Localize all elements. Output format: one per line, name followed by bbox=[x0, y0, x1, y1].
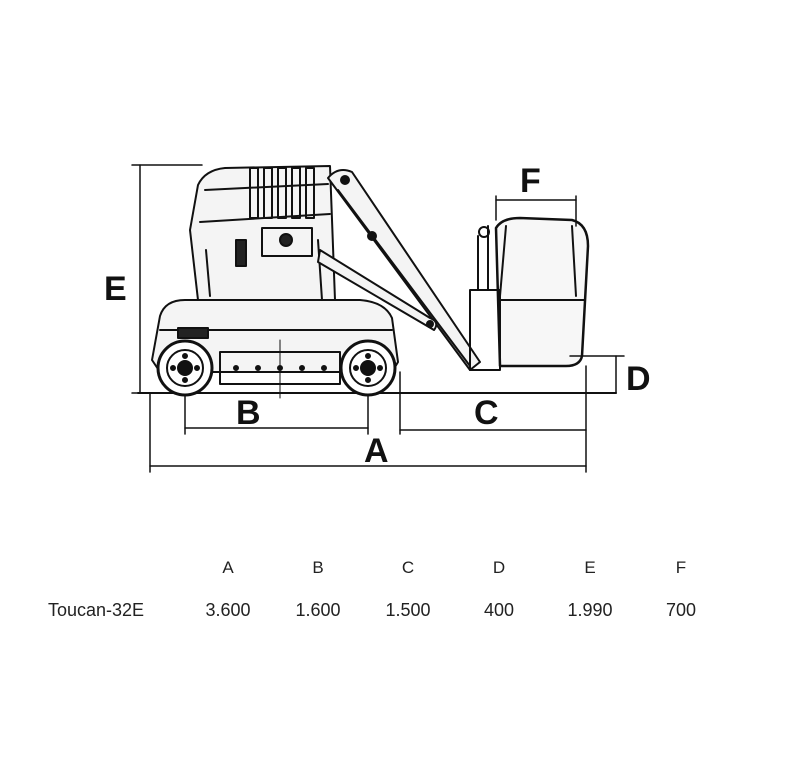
dimension-label-d: D bbox=[626, 360, 651, 398]
spec-value-c: 1.500 bbox=[385, 600, 431, 620]
spec-header-a: A bbox=[222, 558, 234, 577]
spec-value-f: 700 bbox=[665, 600, 697, 620]
dimension-label-c: C bbox=[474, 394, 499, 432]
spec-header-b: B bbox=[312, 558, 324, 577]
dimension-label-e: E bbox=[104, 270, 127, 308]
spec-header-e: E bbox=[584, 558, 596, 577]
dimension-label-a: A bbox=[364, 432, 389, 470]
front-wheel bbox=[339, 339, 397, 397]
lift-dimension-diagram: E F D B C A bbox=[104, 162, 651, 473]
dimension-line-a bbox=[149, 393, 587, 473]
dimension-line-f bbox=[495, 195, 577, 227]
dimension-line-e bbox=[131, 164, 203, 394]
spec-value-d: 400 bbox=[483, 600, 515, 620]
platform-basket bbox=[469, 216, 590, 371]
spec-header-d: D bbox=[492, 558, 506, 577]
dimension-label-b: B bbox=[236, 394, 261, 432]
dimension-line-d bbox=[569, 355, 625, 394]
spec-header-f: F bbox=[675, 558, 687, 577]
dimension-label-f: F bbox=[520, 162, 541, 200]
machine-chassis bbox=[151, 299, 399, 399]
spec-header-c: C bbox=[401, 558, 415, 577]
rear-wheel bbox=[156, 339, 214, 397]
mast-tower bbox=[189, 165, 336, 301]
boom-arm bbox=[317, 169, 481, 371]
spec-value-b: 1.600 bbox=[295, 600, 341, 620]
spec-model-name: Toucan-32E bbox=[48, 600, 145, 620]
dimension-line-c bbox=[399, 365, 587, 473]
dimension-line-b bbox=[184, 395, 369, 435]
spec-value-e: 1.990 bbox=[567, 600, 613, 620]
spec-value-a: 3.600 bbox=[205, 600, 251, 620]
